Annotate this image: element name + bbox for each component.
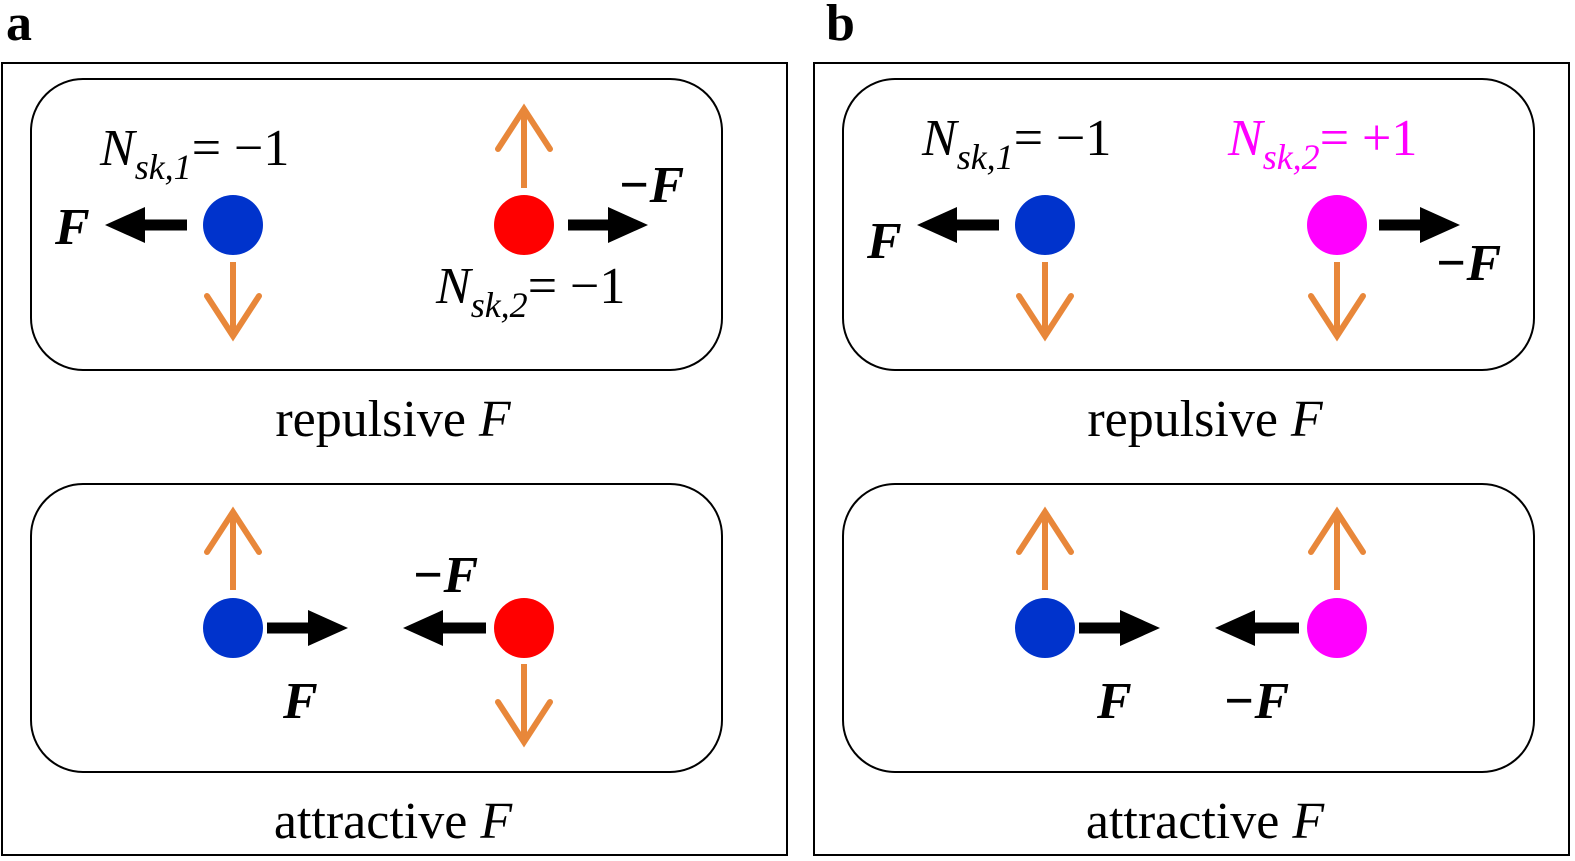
skyrmion-2-dot — [1307, 598, 1367, 658]
velocity-arrow — [495, 103, 553, 188]
velocity-arrow — [204, 506, 262, 590]
skyrmion2-number-label: Nsk,2= −1 — [435, 258, 625, 325]
repulsive-box — [842, 78, 1535, 371]
force-label: −F — [618, 157, 684, 214]
force-label: F — [866, 213, 902, 270]
skyrmion-1-dot — [203, 598, 263, 658]
force-label: −F — [1435, 235, 1501, 292]
force-arrow — [917, 207, 999, 243]
panel-b: b Nsk,1= −1 F Nsk,2= +1 −F — [813, 0, 1570, 856]
force-arrow — [568, 207, 648, 243]
attractive-caption: attractive F — [274, 793, 513, 850]
velocity-arrow — [1016, 506, 1074, 590]
skyrmion-1-dot — [1015, 195, 1075, 255]
skyrmion2-number-label: Nsk,2= +1 — [1227, 110, 1417, 177]
panel-letter: b — [826, 0, 855, 52]
skyrmion-2-dot — [1307, 195, 1367, 255]
force-label: F — [1096, 673, 1132, 730]
force-arrow — [267, 610, 348, 646]
panel-a: a Nsk,1= −1 F −F — [1, 0, 788, 856]
velocity-arrow — [1016, 262, 1074, 342]
velocity-arrow — [1308, 262, 1366, 342]
skyrmion-1-dot — [203, 195, 263, 255]
force-arrow — [105, 207, 187, 243]
force-arrow — [1379, 207, 1460, 243]
panel-letter: a — [6, 0, 32, 52]
attractive-caption: attractive F — [1086, 793, 1325, 850]
skyrmion1-number-label: Nsk,1= −1 — [99, 120, 289, 187]
repulsive-box — [30, 78, 723, 371]
force-label: −F — [1223, 673, 1289, 730]
force-label: F — [282, 673, 318, 730]
repulsive-caption: repulsive F — [1087, 391, 1324, 448]
force-arrow — [1215, 610, 1299, 646]
skyrmion-2-dot — [494, 598, 554, 658]
force-label: F — [54, 199, 90, 256]
panel-frame — [1, 62, 788, 856]
velocity-arrow — [495, 664, 553, 748]
force-arrow — [403, 610, 486, 646]
attractive-box — [30, 483, 723, 773]
velocity-arrow — [1308, 506, 1366, 590]
force-arrow — [1079, 610, 1160, 646]
velocity-arrow — [204, 262, 262, 342]
skyrmion-2-dot — [494, 195, 554, 255]
repulsive-caption: repulsive F — [275, 391, 512, 448]
attractive-box — [842, 483, 1535, 773]
panel-frame — [813, 62, 1570, 856]
skyrmion1-number-label: Nsk,1= −1 — [921, 110, 1111, 177]
skyrmion-1-dot — [1015, 598, 1075, 658]
force-label: −F — [412, 547, 478, 604]
